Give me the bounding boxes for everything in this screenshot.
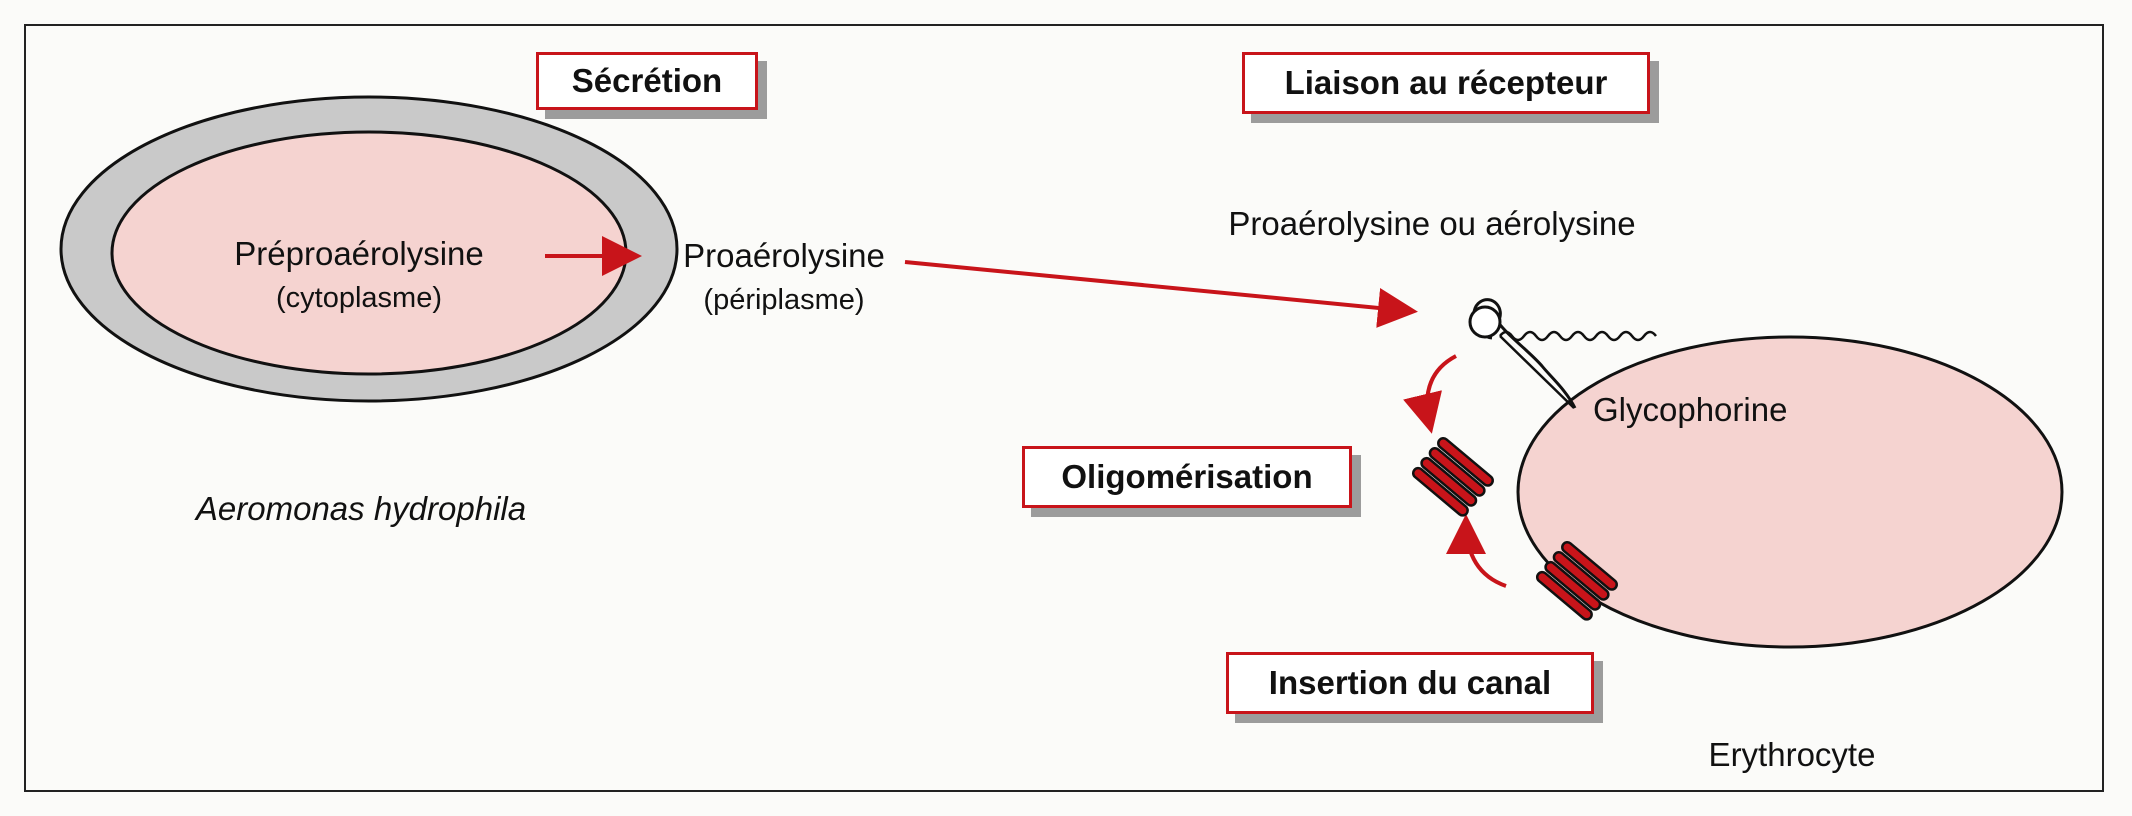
inserted-channel	[1535, 541, 1618, 621]
stage-receptor-binding-label: Liaison au récepteur	[1284, 64, 1608, 101]
arrow-binding-to-oligomer	[1403, 354, 1457, 434]
stage-receptor-binding-box: Liaison au récepteur	[1242, 52, 1650, 114]
stage-channel-insertion-box: Insertion du canal	[1226, 652, 1594, 714]
stage-oligomerization-label: Oligomérisation	[1061, 458, 1313, 495]
bacterium-name-label: Aeromonas hydrophila	[195, 490, 527, 527]
toxin-label: Proaérolysine ou aérolysine	[1228, 205, 1636, 242]
glycophorin-strand	[1499, 330, 1657, 409]
product-location-label: (périplasme)	[703, 284, 865, 316]
arrow-to-receptor	[904, 260, 1418, 328]
erythrocyte-name-label: Erythrocyte	[1708, 736, 1876, 773]
stage-oligomerization-box: Oligomérisation	[1022, 446, 1352, 508]
arrow-insertion-to-oligomer	[1446, 514, 1507, 588]
product-label: Proaérolysine	[683, 237, 885, 274]
precursor-label: Préproaérolysine	[234, 235, 484, 272]
erythrocyte-cell	[1516, 335, 2064, 649]
receptor-label: Glycophorine	[1593, 391, 1788, 428]
stage-channel-insertion-label: Insertion du canal	[1268, 664, 1552, 701]
stage-secretion-label: Sécrétion	[571, 62, 723, 99]
oligomer-channel	[1411, 437, 1494, 517]
bound-toxin-loop	[1468, 305, 1502, 339]
stage-secretion-box: Sécrétion	[536, 52, 758, 110]
precursor-location-label: (cytoplasme)	[276, 282, 442, 314]
